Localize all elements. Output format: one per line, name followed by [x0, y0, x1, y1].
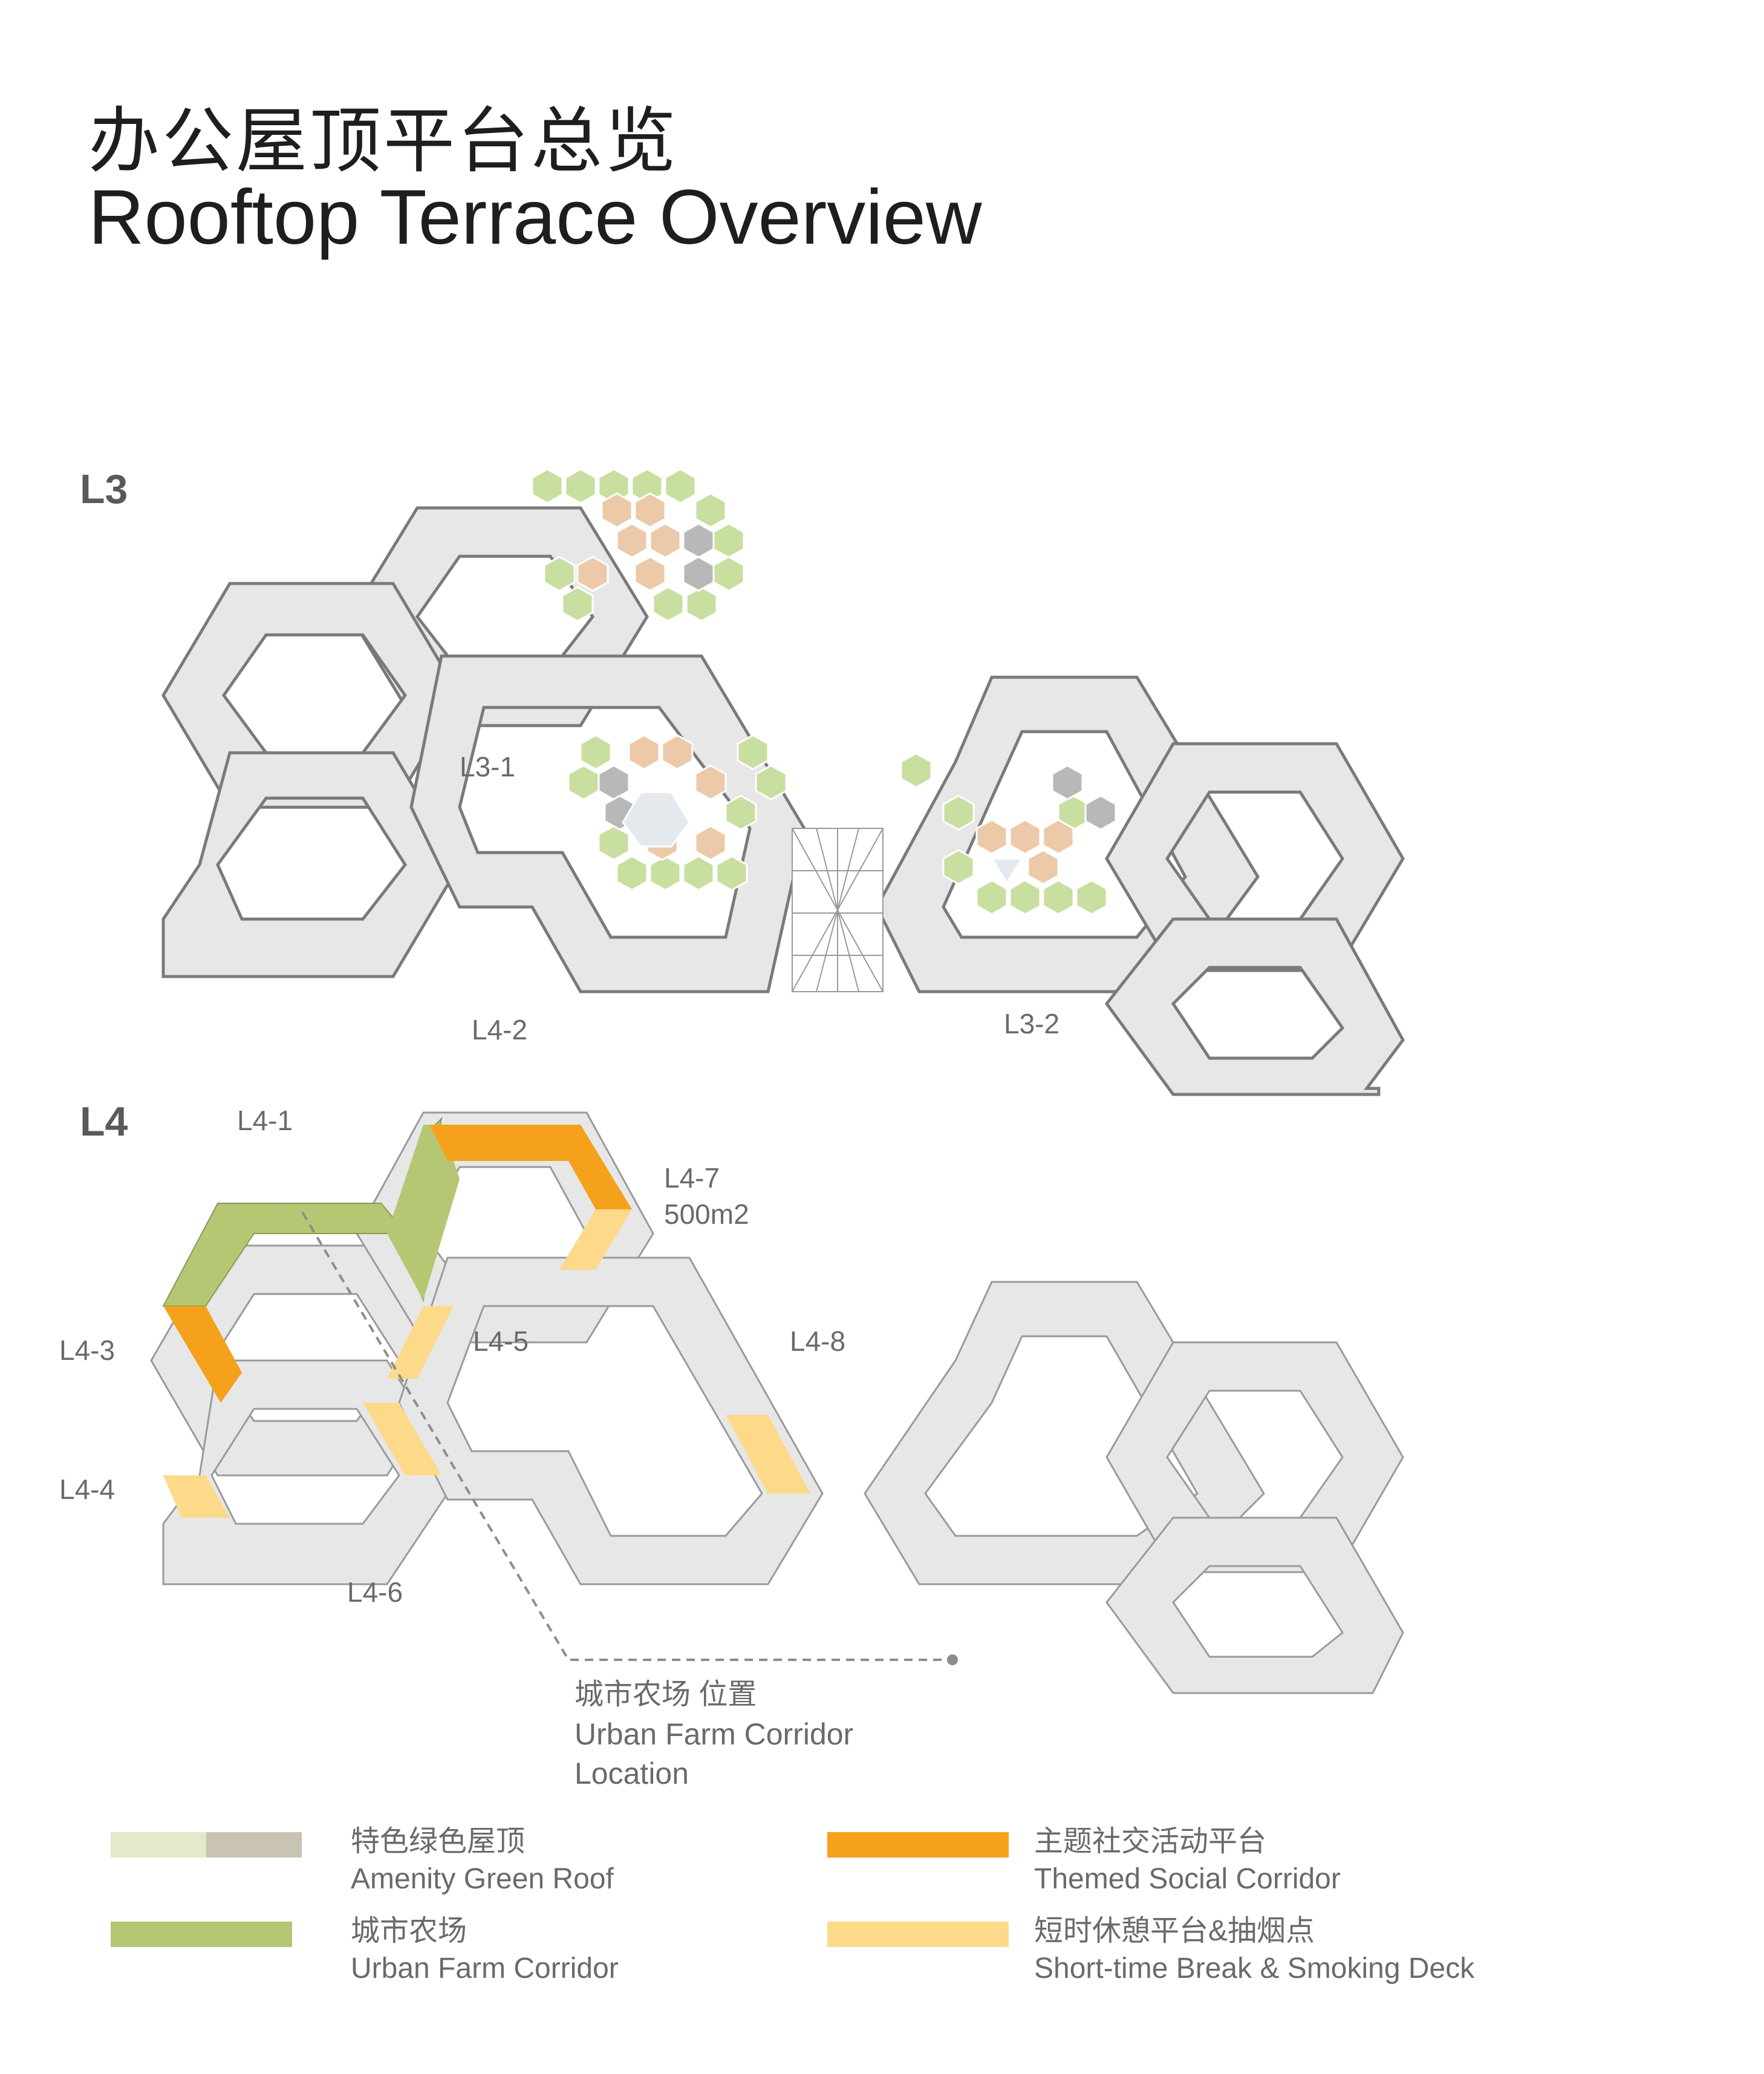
l4-wing-right-lower: [1105, 1516, 1404, 1694]
l3-green-roof-cluster-right: [900, 752, 1117, 915]
l4-break-deck-4: [726, 1415, 810, 1494]
l3-green-roof-cluster-center: [567, 734, 787, 891]
l4-themed-social-top: [429, 1125, 632, 1209]
l3-triangle-link: [792, 828, 884, 992]
l4-urban-farm-upper: [387, 1125, 460, 1300]
l3-wing-right-lower: [1104, 917, 1405, 1096]
l4-plan: [150, 1111, 1404, 1694]
l3-wing-left-lower: [161, 751, 461, 978]
page-title-english: Rooftop Terrace Overview: [88, 174, 982, 261]
legend-themed-social-chinese: 主题社交活动平台: [1034, 1825, 1267, 1858]
level-l4-label: L4: [80, 1099, 128, 1145]
zone-label-l4-5: L4-5: [473, 1325, 529, 1357]
legend-swatch-amenity-dark: [206, 1832, 302, 1858]
zone-label-l4-7-area: 500m2: [664, 1198, 749, 1230]
zone-label-l4-7: L4-7: [664, 1162, 720, 1194]
legend-swatch-break-deck: [827, 1922, 1009, 1947]
l4-break-deck-3: [363, 1403, 441, 1475]
urban-farm-callout-line: [301, 1211, 952, 1661]
l4-break-deck-2: [387, 1306, 454, 1379]
legend-amenity-chinese: 特色绿色屋顶: [351, 1825, 526, 1858]
l4-themed-social-left: [163, 1306, 242, 1403]
legend-break-deck-chinese: 短时休憩平台&抽烟点: [1034, 1915, 1315, 1947]
page-title-chinese: 办公屋顶平台总览: [88, 99, 679, 183]
zone-label-l3-2: L3-2: [1004, 1008, 1060, 1039]
zone-label-l4-1: L4-1: [237, 1105, 293, 1136]
l3-green-roof-cluster-top: [531, 468, 745, 622]
zone-label-l4-4: L4-4: [59, 1474, 116, 1505]
level-l3-label: L3: [80, 466, 128, 512]
callout-english-line2: Location: [574, 1757, 689, 1790]
legend-themed-social-english: Themed Social Corridor: [1034, 1863, 1341, 1895]
legend-break-deck-english: Short-time Break & Smoking Deck: [1034, 1952, 1475, 1985]
zone-label-l4-6: L4-6: [347, 1576, 403, 1608]
zone-label-l3-1: L3-1: [460, 751, 516, 782]
legend-amenity-english: Amenity Green Roof: [351, 1863, 614, 1895]
legend-urban-farm-english: Urban Farm Corridor: [351, 1952, 619, 1985]
zone-label-l4-3: L4-3: [59, 1334, 116, 1366]
zone-label-l4-2: L4-2: [472, 1014, 528, 1045]
l3-plan: [161, 468, 1405, 1096]
legend-swatch-urban-farm: [111, 1922, 292, 1947]
callout-chinese: 城市农场 位置: [574, 1679, 757, 1711]
urban-farm-callout-dot: [947, 1654, 958, 1665]
zone-label-l4-8: L4-8: [790, 1325, 846, 1357]
legend-swatch-amenity-light: [111, 1832, 206, 1858]
l4-break-deck-5: [163, 1475, 230, 1518]
legend-urban-farm-chinese: 城市农场: [351, 1915, 467, 1947]
callout-english-line1: Urban Farm Corridor: [574, 1717, 854, 1751]
legend-swatch-themed-social: [827, 1832, 1009, 1858]
l4-break-deck-1: [559, 1209, 632, 1270]
